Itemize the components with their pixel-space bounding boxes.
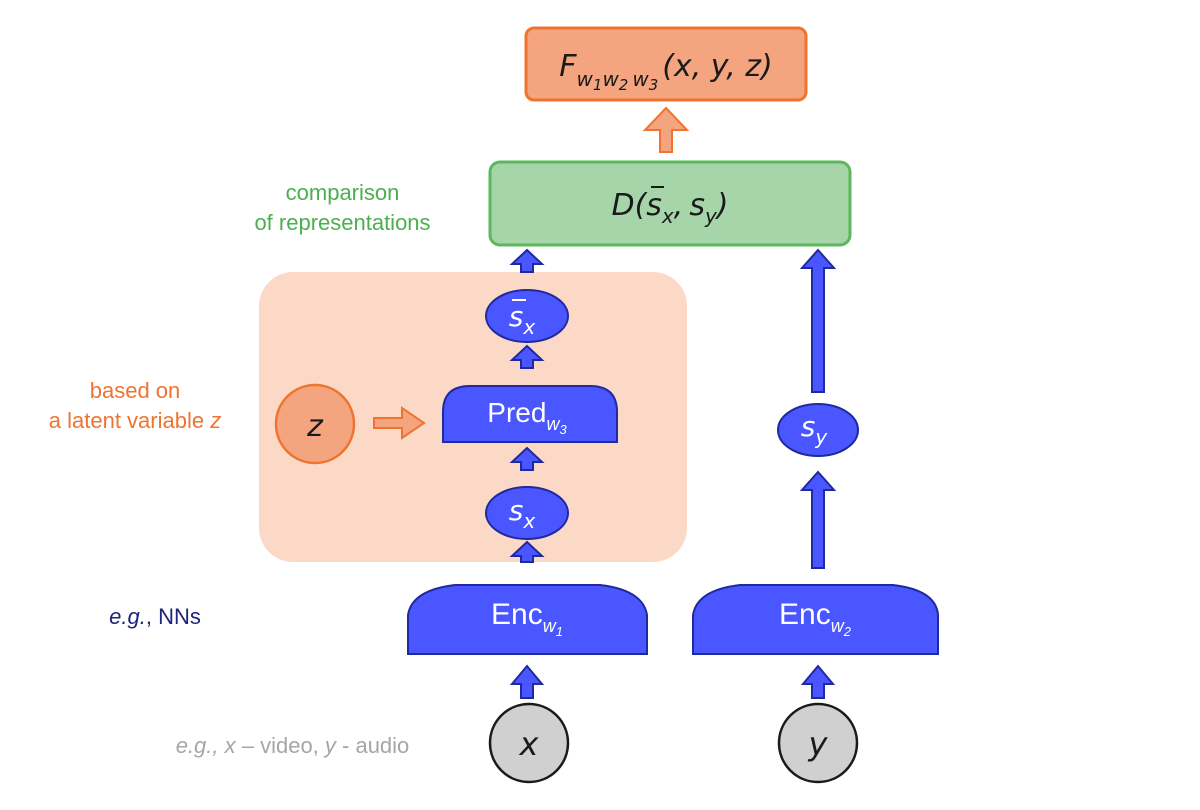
latent-line1: based on	[89, 378, 181, 403]
arrow-sy-to-comparator	[799, 248, 837, 393]
input-x-node	[488, 702, 570, 784]
svg-text:sy: sy	[801, 410, 829, 449]
predictor-main: Pred	[487, 397, 546, 428]
sx-node	[485, 486, 569, 540]
encoder-x-main: Enc	[491, 598, 543, 631]
predicted-sx-main: s	[509, 300, 524, 333]
comparator-box	[488, 160, 852, 247]
latent-arrow	[373, 406, 426, 440]
latent-annotation: based on a latent variable z	[20, 376, 250, 436]
arrow-x-to-enc	[509, 664, 545, 699]
predicted-sx-node	[485, 289, 569, 343]
encoder-x-block	[407, 584, 648, 655]
sy-node	[777, 403, 859, 457]
svg-text:sx: sx	[509, 300, 536, 339]
nn-annotation: e.g., NNs	[109, 604, 201, 629]
comparison-line1: comparison	[285, 180, 400, 205]
arrow-sx-to-pred	[509, 446, 545, 471]
sx-sub: x	[522, 509, 535, 533]
predicted-sx-sub: x	[522, 315, 535, 339]
svg-text:sx: sx	[509, 494, 536, 533]
arrow-predx-to-comparator	[509, 248, 545, 273]
sy-main: s	[801, 410, 816, 443]
svg-text:Encw1: Encw1	[491, 598, 563, 639]
input-y-label: y	[808, 725, 829, 763]
latent-line2: a latent variable z	[48, 408, 222, 433]
latent-z-label: z	[306, 409, 324, 444]
svg-text:Encw2: Encw2	[779, 598, 852, 639]
comparison-line2: of representations	[254, 210, 431, 235]
input-y-node	[777, 702, 859, 784]
arrow-pred-to-predx	[509, 344, 545, 369]
sx-main: s	[509, 494, 524, 527]
encoder-y-main: Enc	[779, 598, 831, 631]
svg-text:Predw3: Predw3	[487, 397, 567, 437]
arrow-enc-to-sx	[509, 540, 545, 563]
energy-output-box	[524, 26, 808, 102]
arrow-ency-to-sy	[799, 470, 837, 569]
comparison-annotation: comparison of representations	[230, 178, 455, 238]
example-annotation: e.g., x – video, y - audio	[175, 733, 410, 758]
encoder-y-block	[692, 584, 939, 655]
latent-z-node	[274, 383, 356, 465]
comparator-label: D(sx,sy)	[611, 188, 728, 228]
output-arrow	[642, 106, 690, 153]
sy-sub: y	[814, 425, 828, 449]
predictor-block	[442, 385, 618, 443]
input-x-label: x	[519, 725, 540, 763]
arrow-y-to-enc	[800, 664, 836, 699]
